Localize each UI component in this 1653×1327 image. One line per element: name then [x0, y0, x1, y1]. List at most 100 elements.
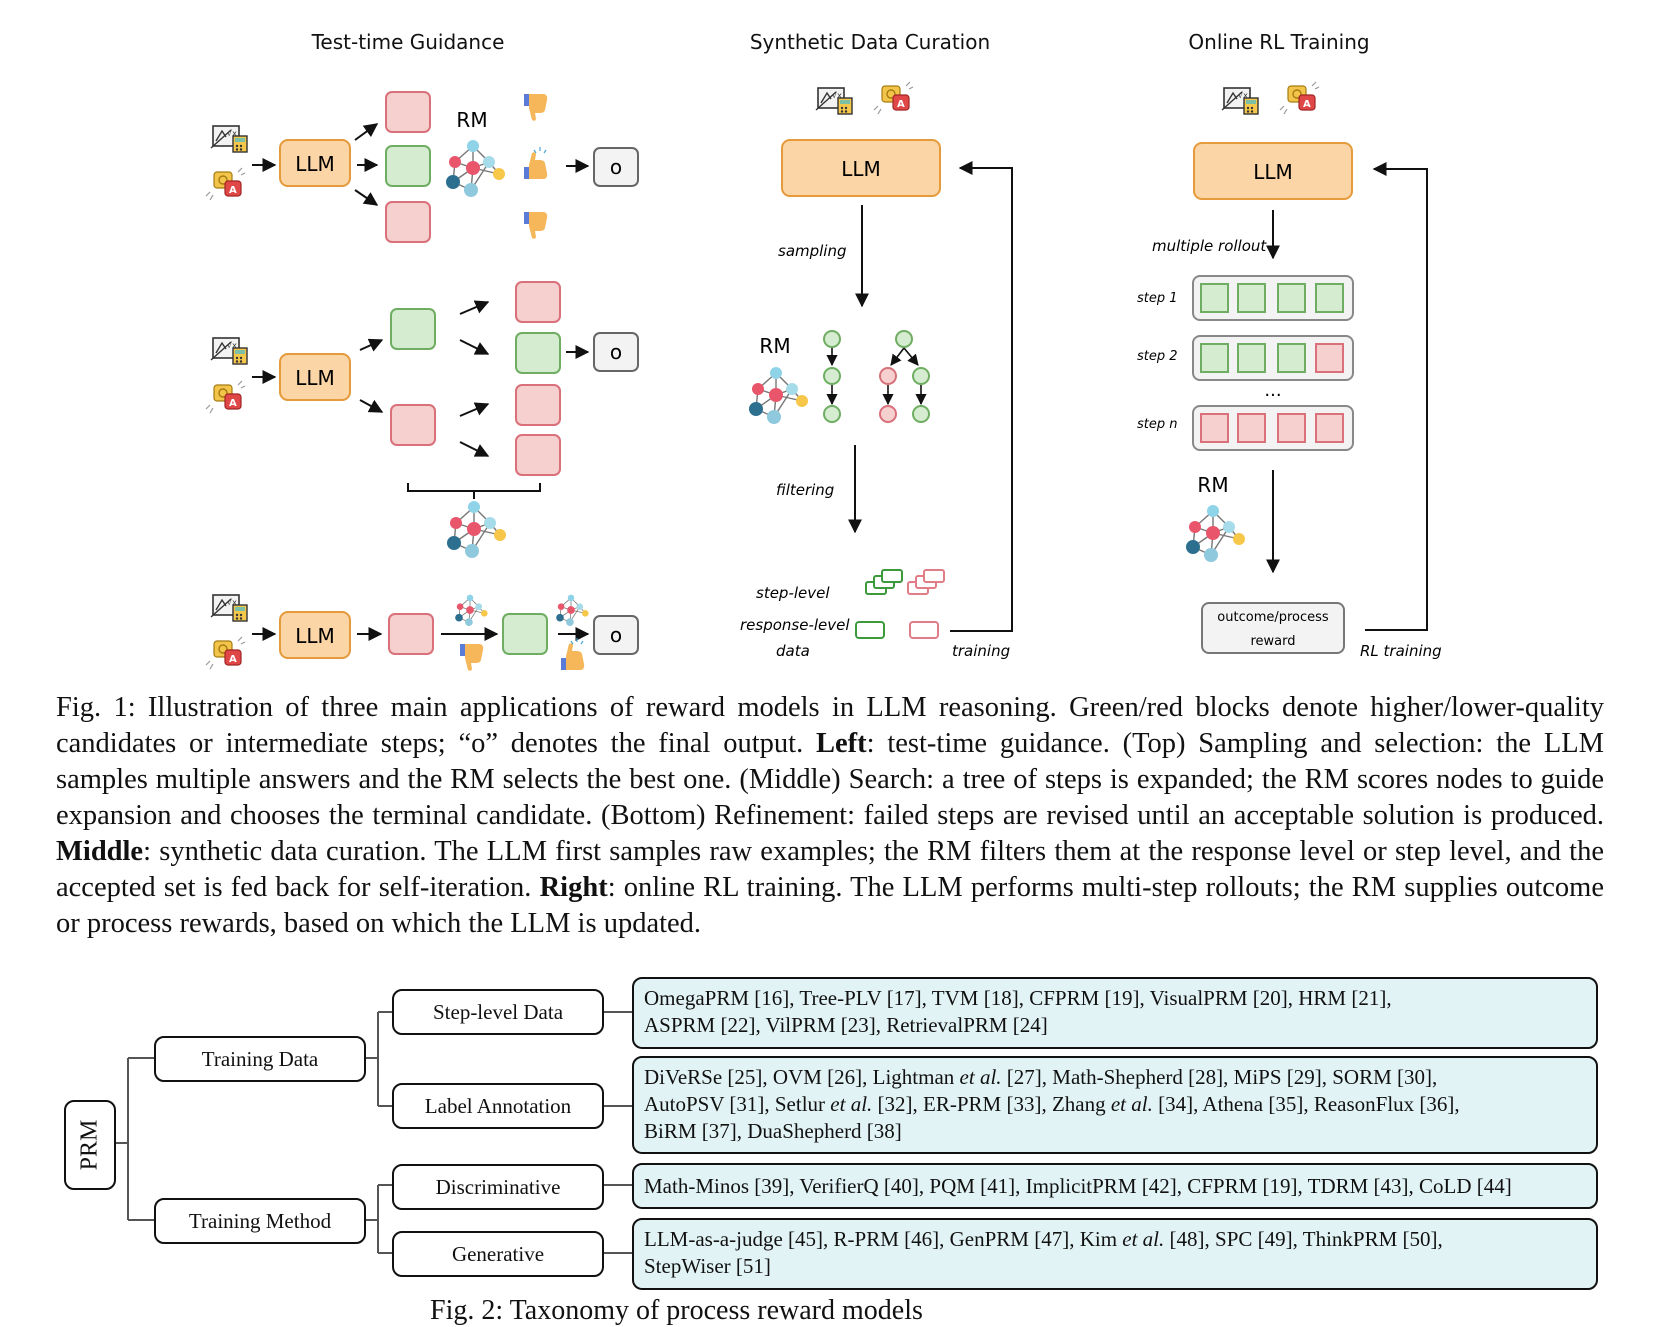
training-feedback-arrow [950, 161, 1013, 632]
leaf-step-level-data: OmegaPRM [16], Tree-PLV [17], TVM [18], … [632, 977, 1598, 1049]
ellipsis: ... [1264, 380, 1281, 401]
leaf-text: [48], SPC [49], ThinkPRM [50], [1164, 1227, 1443, 1251]
multiple-rollout-label: multiple rollout [1152, 237, 1267, 255]
left-row-sampling: LLM RM o [205, 91, 639, 243]
branch-label: Training Method [188, 1208, 332, 1233]
leaf-italic: et al. [959, 1065, 1002, 1089]
leaf-generative: LLM-as-a-judge [45], R-PRM [46], GenPRM … [632, 1218, 1598, 1290]
node-label: Step-level Data [432, 999, 564, 1024]
output-box [593, 147, 639, 187]
leaf-line: OmegaPRM [16], Tree-PLV [17], TVM [18], … [644, 986, 1392, 1010]
leaf-line: ASPRM [22], VilPRM [23], RetrievalPRM [2… [644, 1013, 1048, 1037]
reward-box [1201, 602, 1345, 654]
node-step-level-data: Step-level Data [392, 989, 604, 1035]
caption-left-bold: Left [816, 728, 867, 759]
leaf-line: DiVeRSe [25], OVM [26], Lightman et al. … [644, 1064, 1586, 1091]
leaf-line: BiRM [37], DuaShepherd [38] [644, 1119, 902, 1143]
node-label-annotation: Label Annotation [392, 1083, 604, 1129]
chain-tree [823, 330, 841, 423]
output-label: o [610, 155, 622, 179]
bracket [407, 483, 541, 499]
leaf-text: DiVeRSe [25], OVM [26], Lightman [644, 1065, 960, 1089]
leaf-text: AutoPSV [31], Setlur [644, 1092, 831, 1116]
candidate-red [385, 91, 431, 133]
leaf-text: LLM-as-a-judge [45], R-PRM [46], GenPRM … [644, 1227, 1123, 1251]
node-generative: Generative [392, 1231, 604, 1277]
rl-training-label: RL training [1360, 642, 1442, 660]
step-level-green-icon [865, 569, 903, 595]
llm-box [781, 139, 941, 197]
branch-training-method: Training Method [154, 1198, 366, 1244]
sampling-label: sampling [778, 242, 847, 260]
leaf-italic: et al. [830, 1092, 873, 1116]
leaf-italic: et al. [1110, 1092, 1153, 1116]
taxonomy-root: PRM [64, 1100, 116, 1190]
step-level-label: step-level [756, 584, 830, 602]
output-box [593, 615, 639, 655]
middle-panel: LLM sampling RM filtering step-level [740, 81, 1013, 660]
leaf-red [515, 384, 561, 426]
candidate-green [385, 145, 431, 187]
right-panel: LLM multiple rollout step 1 step 2 ... s… [1137, 81, 1442, 660]
rollout-step-2 [1192, 335, 1354, 381]
step-1-label: step 1 [1137, 291, 1178, 306]
leaf-line: Math-Minos [39], VerifierQ [40], PQM [41… [644, 1174, 1512, 1198]
llm-label: LLM [841, 157, 881, 181]
node-discriminative: Discriminative [392, 1164, 604, 1210]
caption-middle-text: : synthetic data curation. The LLM first… [56, 836, 1604, 903]
step-level-red-icon [907, 569, 945, 595]
rollout-step-n [1192, 405, 1354, 451]
step-n-label: step n [1137, 417, 1178, 432]
reward-label-line2: reward [1250, 634, 1295, 649]
leaf-label-annotation: DiVeRSe [25], OVM [26], Lightman et al. … [632, 1056, 1598, 1154]
node-label: Discriminative [435, 1174, 561, 1199]
node-label: Label Annotation [424, 1093, 572, 1118]
data-label: data [776, 642, 810, 660]
left-row-refinement: LLM o [205, 594, 639, 671]
llm-box [279, 353, 351, 401]
panel-title-middle: Synthetic Data Curation [750, 30, 990, 54]
node-label: Generative [451, 1241, 545, 1266]
caption-right-bold: Right [539, 872, 608, 903]
rl-feedback-arrow [1365, 162, 1428, 631]
step-green [502, 613, 548, 655]
output-box [593, 332, 639, 372]
node-green [390, 308, 436, 350]
branch-training-data: Training Data [154, 1036, 366, 1082]
figure-1: √x A [205, 30, 1442, 671]
leaf-discriminative: Math-Minos [39], VerifierQ [40], PQM [41… [632, 1163, 1598, 1209]
leaf-text: [34], Athena [35], ReasonFlux [36], [1152, 1092, 1460, 1116]
candidate-red [385, 201, 431, 243]
caption-left-text: : test-time guidance. (Top) Sampling and… [56, 728, 1604, 831]
root-label: PRM [76, 1119, 103, 1171]
output-label: o [610, 623, 622, 647]
node-red [390, 404, 436, 446]
panel-title-left: Test-time Guidance [311, 30, 505, 54]
caption-right-text: : online RL training. The LLM performs m… [56, 872, 1605, 939]
branch-tree [879, 330, 930, 423]
panel-title-right: Online RL Training [1188, 30, 1369, 54]
rm-label: RM [759, 334, 790, 358]
rollout-step-1 [1192, 275, 1354, 321]
leaf-text: [32], ER-PRM [33], Zhang [872, 1092, 1111, 1116]
llm-label: LLM [295, 624, 335, 648]
caption-middle-bold: Middle [56, 836, 144, 867]
left-row-search: LLM o [205, 281, 639, 559]
leaf-green [515, 332, 561, 374]
filtering-label: filtering [776, 481, 834, 499]
response-level-red-icon [909, 621, 939, 639]
branch-label: Training Data [201, 1046, 319, 1071]
llm-box [279, 611, 351, 659]
output-label: o [610, 340, 622, 364]
rm-label: RM [456, 108, 487, 132]
step-2-label: step 2 [1137, 349, 1178, 364]
leaf-line: AutoPSV [31], Setlur et al. [32], ER-PRM… [644, 1091, 1586, 1118]
rm-label: RM [1197, 473, 1228, 497]
figure-1-caption: Fig. 1: Illustration of three main appli… [56, 690, 1604, 942]
leaf-red [515, 281, 561, 323]
leaf-line: LLM-as-a-judge [45], R-PRM [46], GenPRM … [644, 1226, 1586, 1253]
llm-box [279, 139, 351, 187]
leaf-italic: et al. [1122, 1227, 1165, 1251]
llm-label: LLM [1253, 160, 1293, 184]
